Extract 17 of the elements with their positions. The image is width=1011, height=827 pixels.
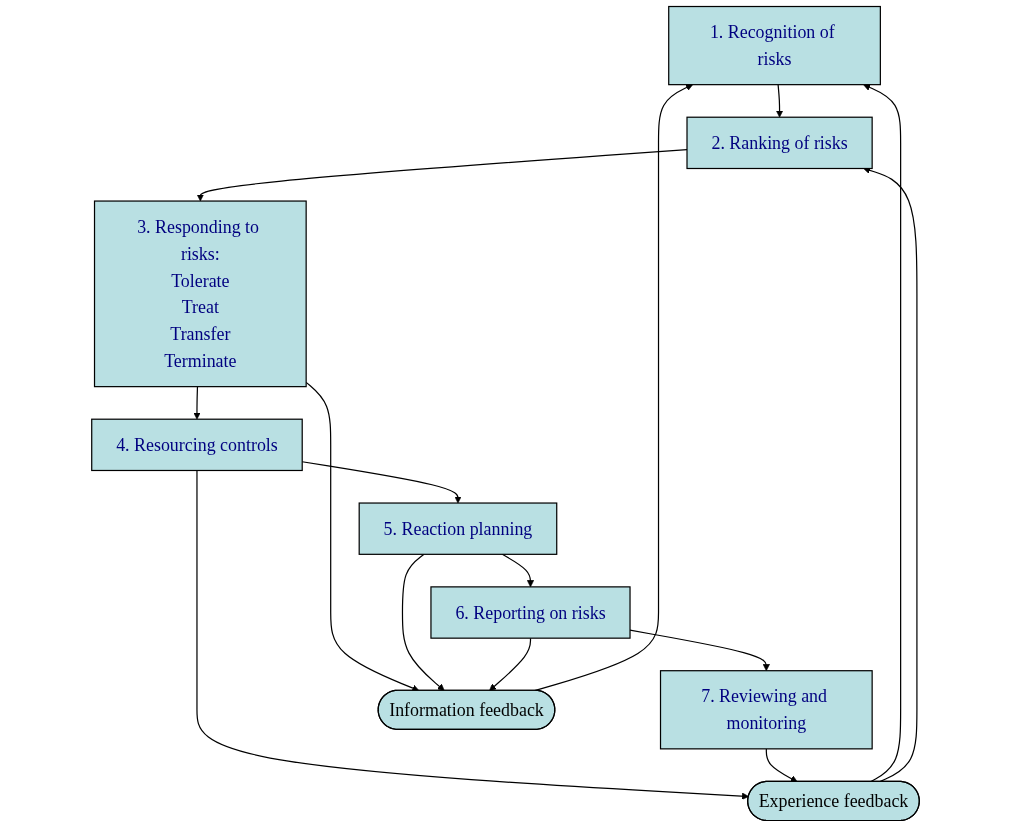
arrow: [305, 381, 420, 692]
node-box: 1. Recognition of risks: [668, 5, 881, 86]
node-box: 3. Responding to risks: Tolerate Treat Transfer Terminate: [93, 200, 307, 388]
node-box: 2. Ranking of risks: [686, 116, 873, 170]
arrow: [776, 84, 784, 118]
node-box: 4. Resourcing controls: [91, 418, 303, 472]
node-box: 6. Reporting on risks: [430, 586, 631, 639]
node-box: 5. Reaction planning: [358, 502, 558, 555]
arrow: [765, 748, 798, 783]
arrow: [193, 386, 201, 420]
arrow: [401, 553, 445, 691]
arrow: [489, 637, 532, 691]
arrow: [863, 83, 902, 783]
arrow: [501, 553, 535, 588]
node-box: 7. Reviewing and monitoring: [659, 670, 873, 750]
arrow: [196, 148, 688, 202]
arrow: [196, 469, 749, 800]
